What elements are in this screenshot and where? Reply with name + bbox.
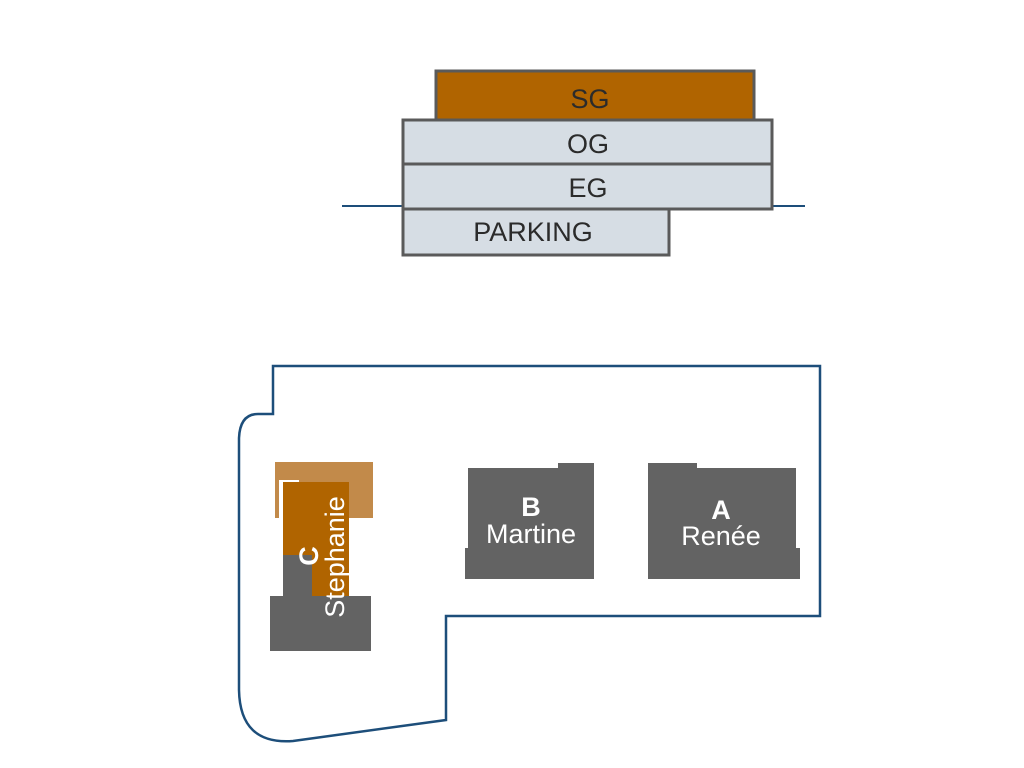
building-c-base xyxy=(270,596,371,651)
building-a-name: Renée xyxy=(681,521,761,551)
floor-parking-label: PARKING xyxy=(473,217,593,247)
floor-og[interactable] xyxy=(401,118,774,166)
building-c-name: Stephanie xyxy=(320,496,350,618)
floor-section-diagram: SG OG EG PARKING xyxy=(342,69,805,257)
floor-eg-label: EG xyxy=(568,173,607,203)
building-a[interactable]: A Renée xyxy=(648,463,800,579)
building-c-base-connector xyxy=(283,555,312,597)
building-c-light-panel-right xyxy=(349,522,371,596)
floor-parking[interactable] xyxy=(401,207,671,257)
site-outline xyxy=(237,364,822,743)
site-plan: C Stephanie B Martine A Renée xyxy=(237,364,822,743)
building-b-shape xyxy=(465,463,594,579)
building-c[interactable]: C Stephanie xyxy=(270,462,373,651)
building-a-shape xyxy=(648,463,800,579)
building-b-name: Martine xyxy=(486,519,576,549)
building-c-letter: C xyxy=(294,546,324,566)
building-b[interactable]: B Martine xyxy=(465,463,594,579)
floor-og-label: OG xyxy=(567,129,609,159)
floor-sg-label: SG xyxy=(570,84,609,114)
building-a-letter: A xyxy=(711,495,731,525)
building-b-letter: B xyxy=(521,492,541,522)
